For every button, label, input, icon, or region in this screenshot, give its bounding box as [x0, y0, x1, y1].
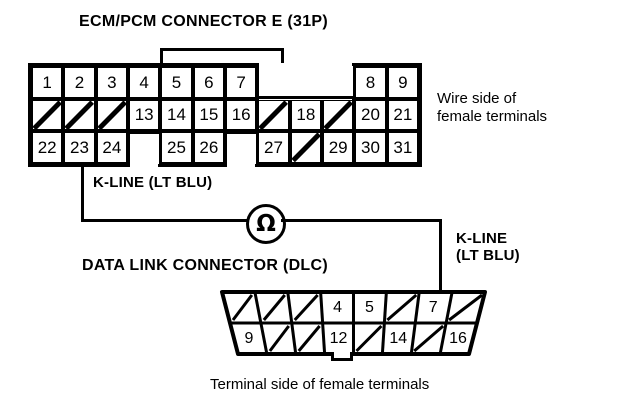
ecm-terminal-18: 18 — [289, 98, 322, 132]
ecm-edge-bot-b-right — [256, 131, 260, 167]
wire-dlc-pin7-vertical — [439, 219, 442, 295]
ecm-terminal-blocked — [31, 98, 64, 132]
ecm-terminal-25: 25 — [160, 131, 193, 164]
ecm-terminal-6: 6 — [192, 66, 225, 99]
ecm-terminal-blocked — [95, 98, 128, 132]
dlc-caption: Terminal side of female terminals — [210, 376, 430, 393]
ecm-terminal-15: 15 — [192, 98, 225, 132]
ecm-edge-top-notch-left — [256, 63, 260, 99]
wire-right-horizontal — [281, 219, 442, 222]
ecm-notch-bottom-a — [130, 131, 159, 170]
k-line-right-label-line1: K-LINE — [456, 230, 508, 247]
ecm-terminal-blocked — [63, 98, 96, 132]
ecm-edge-bot-a-ceiling — [127, 131, 162, 135]
dlc-title: DATA LINK CONNECTOR (DLC) — [82, 257, 328, 274]
ecm-terminal-29: 29 — [322, 131, 355, 164]
ecm-terminal-22: 22 — [31, 131, 64, 164]
dlc-terminal-9: 9 — [244, 329, 254, 347]
ecm-terminal-13: 13 — [128, 98, 161, 132]
ecm-edge-top-notch-floor — [256, 95, 356, 99]
dlc-terminal-12: 12 — [329, 329, 348, 347]
ecm-edge-top-notch-right — [353, 63, 357, 99]
ecm-terminal-blocked — [257, 98, 290, 132]
dlc-terminal-16: 16 — [449, 329, 467, 347]
ecm-terminal-14: 14 — [160, 98, 193, 132]
dlc-terminal-14: 14 — [389, 329, 408, 347]
ecm-terminal-4: 4 — [128, 66, 161, 99]
ohmmeter-symbol: Ω — [246, 204, 286, 244]
ecm-terminal-5: 5 — [160, 66, 193, 99]
ecm-terminal-8: 8 — [354, 66, 387, 99]
ecm-terminal-9: 9 — [386, 66, 419, 99]
ecm-edge-bot-b-left — [224, 131, 227, 167]
ecm-terminal-3: 3 — [95, 66, 128, 99]
dlc-terminal-grid: 4 5 7 9 12 14 16 — [220, 290, 487, 361]
ecm-side-caption-line1: Wire side of — [437, 90, 517, 107]
ecm-terminal-30: 30 — [354, 131, 387, 164]
ecm-terminal-7: 7 — [225, 66, 258, 99]
k-line-right-label-line2: (LT BLU) — [456, 246, 520, 264]
ecm-terminal-31: 31 — [386, 131, 419, 164]
dlc-bottom-tab-left — [331, 352, 353, 361]
ecm-terminal-2: 2 — [63, 66, 96, 99]
ecm-notch-bottom-b — [227, 131, 256, 170]
ecm-edge-bot-b-ceiling — [224, 131, 259, 135]
ecm-terminal-blocked — [322, 98, 355, 132]
ecm-terminal-1: 1 — [31, 66, 64, 99]
ecm-terminal-24: 24 — [95, 131, 128, 164]
ecm-terminal-21: 21 — [386, 98, 419, 132]
wire-left-horizontal — [81, 219, 247, 222]
dlc-shell-outline — [220, 290, 487, 356]
dlc-terminal-5: 5 — [364, 298, 374, 316]
wire-ecm-pin23-vertical — [81, 162, 84, 221]
ecm-terminal-blocked — [289, 131, 322, 164]
dlc-terminal-7: 7 — [428, 298, 438, 316]
dlc-terminal-4: 4 — [333, 298, 343, 316]
ecm-terminal-26: 26 — [192, 131, 225, 164]
ecm-edge-bot-a-right — [159, 131, 163, 167]
ecm-notch-top-right — [259, 63, 353, 100]
ecm-connector-title: ECM/PCM CONNECTOR E (31P) — [79, 13, 329, 30]
ecm-side-caption-line2: female terminals — [437, 107, 548, 125]
ecm-side-caption: Wire side of female terminals — [437, 90, 547, 125]
ecm-edge-bot-a-left — [127, 131, 130, 167]
k-line-left-label: K-LINE (LT BLU) — [93, 174, 213, 191]
ecm-terminal-20: 20 — [354, 98, 387, 132]
ecm-terminal-16: 16 — [225, 98, 258, 132]
k-line-right-label: K-LINE (LT BLU) — [456, 230, 520, 265]
ecm-locking-tab — [160, 48, 284, 66]
ecm-terminal-23: 23 — [63, 131, 96, 164]
ecm-terminal-27: 27 — [257, 131, 290, 164]
